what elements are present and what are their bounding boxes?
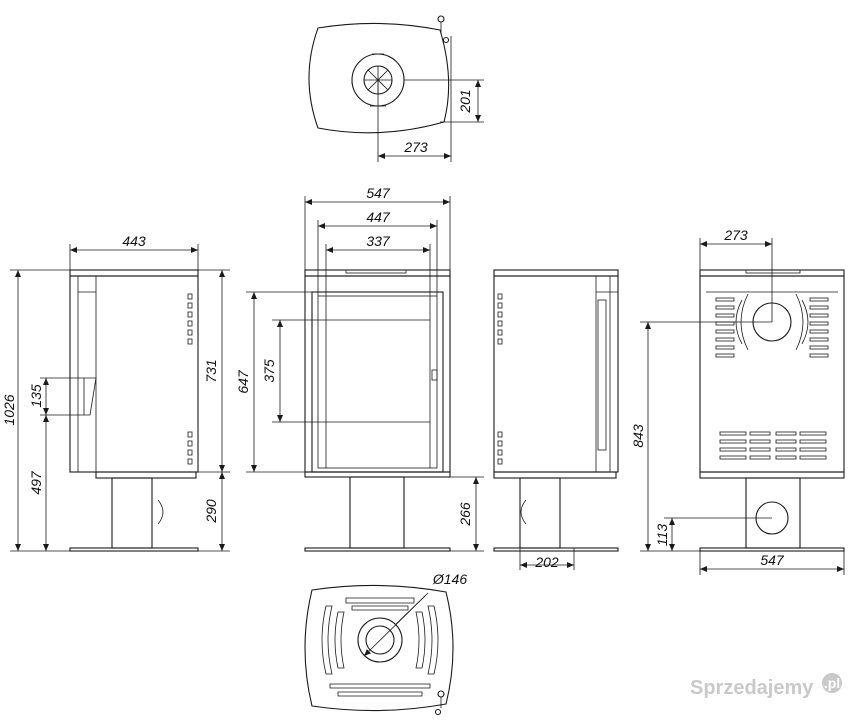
dim-top-offset: 201 [457, 89, 473, 113]
dimension-labels: 201 273 547 447 337 647 375 266 443 1026… [1, 89, 785, 587]
back-view [640, 238, 845, 575]
dim-top-center: 273 [403, 139, 428, 155]
dim-side-handle: 135 [28, 384, 44, 408]
dim-back-top: 273 [723, 227, 748, 243]
side-view-left [10, 244, 230, 552]
dim-front-inner-width: 447 [366, 209, 391, 225]
watermark-tld: .pl [824, 675, 840, 691]
top-view [308, 15, 484, 162]
side-view-right [493, 269, 619, 570]
watermark-brand: Sprzedajemy [690, 677, 814, 699]
dim-back-outlet-height: 843 [630, 424, 646, 448]
dim-side-total-height: 1026 [1, 394, 17, 425]
dim-front-pedestal-height: 266 [457, 502, 473, 527]
dim-front-glass-height: 375 [261, 359, 277, 383]
front-view [246, 196, 484, 552]
dim-bottom-diameter: Ø146 [432, 571, 467, 587]
dim-rside-base: 202 [534, 554, 559, 570]
dim-front-glass-width: 337 [366, 233, 391, 249]
dim-side-body-height: 731 [203, 359, 219, 382]
dim-back-base-width: 547 [760, 552, 785, 568]
dim-front-height: 647 [235, 369, 251, 394]
dim-front-overall-width: 547 [366, 185, 391, 201]
dim-side-pedestal: 290 [203, 499, 219, 524]
dim-back-lower-outlet: 113 [654, 524, 670, 547]
bottom-view [304, 584, 454, 716]
dim-side-depth: 443 [122, 233, 146, 249]
dim-side-lower: 497 [28, 470, 44, 495]
watermark-dot-badge [822, 673, 842, 693]
watermark: Sprzedajemy .pl [690, 673, 842, 699]
